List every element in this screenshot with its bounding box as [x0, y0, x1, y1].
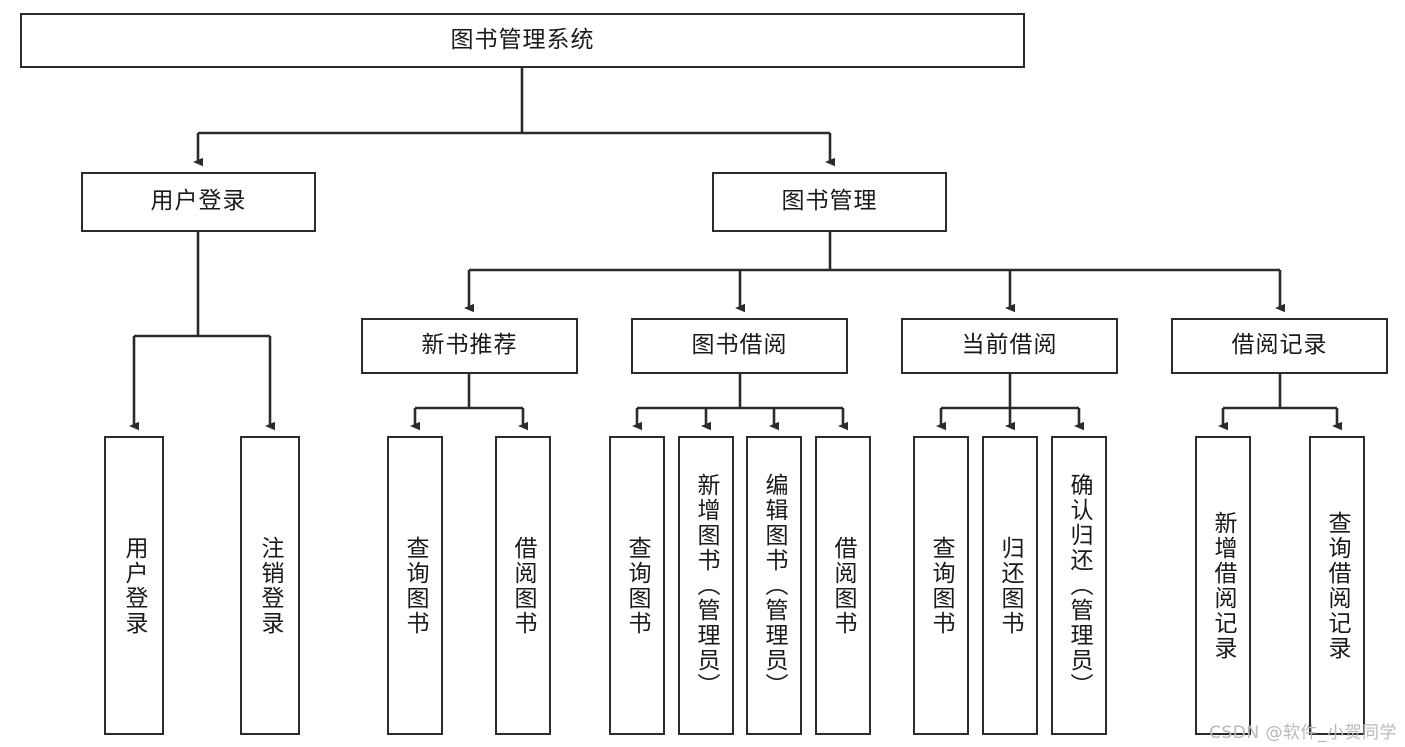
node-label: 图书借阅 [691, 332, 788, 359]
node-label: 图书管理 [781, 188, 878, 215]
node-new-book-recommend[interactable]: 新书推荐 [361, 318, 578, 374]
node-label: 当前借阅 [961, 332, 1058, 359]
csdn-watermark: CSDN @软件_小贺同学 [1209, 723, 1397, 743]
leaf-book-borrow-edit-book-admin[interactable]: 编辑图书（管理员） [746, 436, 802, 735]
node-label: 查询借阅记录 [1324, 510, 1351, 661]
node-label: 新书推荐 [421, 332, 518, 359]
leaf-borrow-record-query-record[interactable]: 查询借阅记录 [1309, 436, 1365, 735]
node-borrow-record[interactable]: 借阅记录 [1171, 318, 1388, 374]
node-label: 编辑图书（管理员） [761, 473, 788, 698]
node-label: 新增借阅记录 [1210, 510, 1237, 661]
node-label: 注销登录 [257, 535, 284, 636]
node-current-borrow[interactable]: 当前借阅 [901, 318, 1118, 374]
node-book-management[interactable]: 图书管理 [712, 172, 947, 232]
leaf-user-login-signout[interactable]: 注销登录 [240, 436, 300, 735]
node-user-login[interactable]: 用户登录 [81, 172, 316, 232]
node-label: 用户登录 [121, 535, 148, 636]
leaf-user-login-signin[interactable]: 用户登录 [104, 436, 164, 735]
node-label: 归还图书 [997, 535, 1024, 636]
leaf-current-borrow-return-book[interactable]: 归还图书 [982, 436, 1038, 735]
node-label: 借阅图书 [510, 535, 537, 636]
leaf-borrow-record-add-record[interactable]: 新增借阅记录 [1195, 436, 1251, 735]
node-label: 借阅图书 [830, 535, 857, 636]
leaf-new-book-borrow-book[interactable]: 借阅图书 [495, 436, 551, 735]
node-label: 查询图书 [624, 535, 651, 636]
leaf-book-borrow-borrow-book[interactable]: 借阅图书 [815, 436, 871, 735]
node-root-book-management-system[interactable]: 图书管理系统 [20, 13, 1025, 68]
leaf-book-borrow-add-book-admin[interactable]: 新增图书（管理员） [678, 436, 734, 735]
node-label: 图书管理系统 [450, 26, 595, 53]
leaf-current-borrow-query-book[interactable]: 查询图书 [913, 436, 969, 735]
leaf-book-borrow-query-book[interactable]: 查询图书 [609, 436, 665, 735]
leaf-current-borrow-confirm-return-admin[interactable]: 确认归还（管理员） [1051, 436, 1107, 735]
node-label: 借阅记录 [1231, 332, 1328, 359]
node-label: 查询图书 [402, 535, 429, 636]
node-book-borrow[interactable]: 图书借阅 [631, 318, 848, 374]
node-label: 用户登录 [150, 188, 247, 215]
node-label: 查询图书 [928, 535, 955, 636]
node-label: 新增图书（管理员） [693, 473, 720, 698]
leaf-new-book-query-book[interactable]: 查询图书 [387, 436, 443, 735]
node-label: 确认归还（管理员） [1066, 473, 1093, 698]
